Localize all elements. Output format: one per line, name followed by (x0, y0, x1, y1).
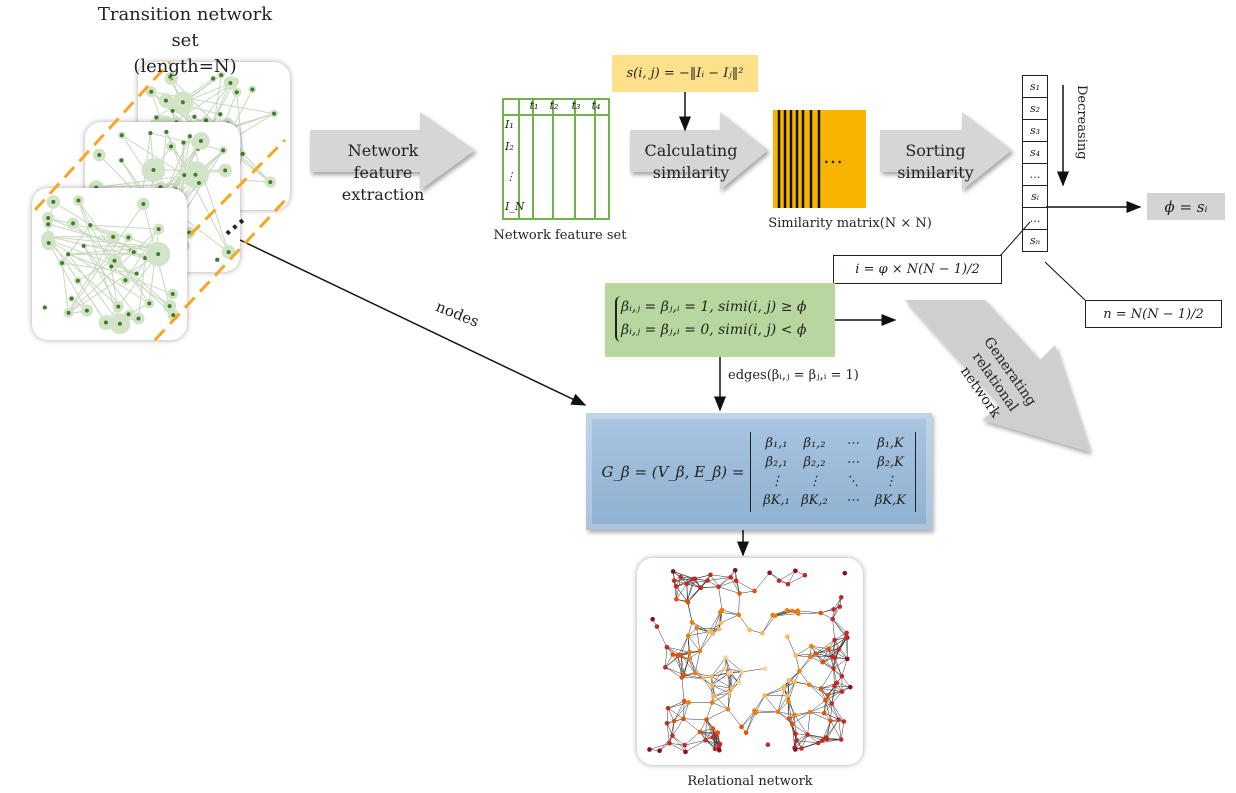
subtitle: (length=N) (133, 56, 237, 77)
step-calc-similarity: Calculating similarity (644, 141, 738, 182)
i-formula-box: i = φ × N(N − 1)/2 (833, 255, 1002, 284)
beta-rule-2: βᵢ,ⱼ = βⱼ,ᵢ = 0, simi(i, j) < ϕ (621, 322, 807, 338)
matrix-cell: βK,₂ (801, 492, 828, 508)
matrix-cell: ⋯ (845, 435, 859, 451)
sorted-cell: sᵢ (1023, 186, 1047, 208)
decreasing-label: Decreasing (1074, 85, 1089, 160)
row-header: ⋮ (505, 170, 516, 183)
feature-set-label: Network feature set (493, 228, 627, 243)
row-header: I₂ (505, 140, 514, 153)
arrow-sorting (880, 112, 1012, 190)
relational-network-card (637, 558, 863, 765)
phi-box: ϕ = sᵢ (1147, 193, 1225, 220)
arrow-feature-extraction (310, 112, 475, 190)
matrix-cell: β₁,₁ (765, 435, 788, 451)
sorted-cell: s₄ (1023, 142, 1047, 164)
column-header: t₂ (549, 99, 559, 112)
matrix-cell: ⋮ (807, 473, 821, 489)
matrix-cell: ⋮ (883, 473, 897, 489)
matrix-cell: ⋱ (845, 473, 859, 489)
matrix-cell: β₁,₂ (803, 435, 826, 451)
similarity-matrix: … (773, 110, 866, 208)
sorted-cell: s₂ (1023, 98, 1047, 120)
arrow-calc-similarity (630, 112, 768, 190)
title: Transition network set (length=N) (85, 2, 285, 80)
arrow-generating (905, 300, 1090, 452)
sorted-cell: s₁ (1023, 76, 1047, 98)
sorted-cell: s₃ (1023, 120, 1047, 142)
matrix-cell: ⋯ (845, 492, 859, 508)
row-header: I₁ (505, 118, 514, 131)
graph-definition-box: G_β = (V_β, E_β) = β₁,₁ β₁,₂ ⋯ β₁,K β₂,₁ β₂,₂… (586, 413, 932, 530)
sorted-cell: … (1023, 208, 1047, 230)
beta-rule-1: βᵢ,ⱼ = βⱼ,ᵢ = 1, simi(i, j) ≥ ϕ (621, 299, 807, 315)
n-formula-box: n = N(N − 1)/2 (1085, 300, 1222, 328)
step-feature-extraction: Network feature extraction (341, 141, 425, 204)
sorted-cell: … (1023, 164, 1047, 186)
graph-lhs: G_β = (V_β, E_β) = (601, 462, 745, 481)
column-header: t₁ (529, 99, 539, 112)
beta-rules-box: βᵢ,ⱼ = βⱼ,ᵢ = 1, simi(i, j) ≥ ϕ βᵢ,ⱼ = β… (605, 283, 835, 357)
matrix-cell: βK,K (874, 492, 907, 508)
matrix-cell: ⋯ (845, 454, 859, 470)
sorted-cell: sₙ (1023, 230, 1047, 252)
network-graph (40, 195, 180, 335)
step-sorting: Sorting similarity (897, 141, 974, 182)
column-header: t₃ (571, 99, 581, 112)
column-header: t₄ (591, 99, 601, 112)
matrix-cell: β₁,K (877, 435, 904, 451)
matrix-cell: βK,₁ (763, 492, 790, 508)
beta-matrix: β₁,₁ β₁,₂ ⋯ β₁,K β₂,₁ β₂,₂ ⋯ β₂,K ⋮ ⋮ ⋱ ⋮ βK,₁ βK,₂ ⋯ β… (750, 431, 917, 512)
title-text: Transition network set (97, 4, 273, 51)
row-header: I_N (505, 200, 525, 213)
matrix-cell: β₂,₂ (803, 454, 826, 470)
relational-network-graph (647, 567, 853, 755)
matrix-cell: β₂,K (877, 454, 904, 470)
matrix-cell: β₂,₁ (765, 454, 788, 470)
matrix-ellipsis: … (823, 144, 843, 168)
edges-label: edges(βᵢ,ⱼ = βⱼ,ᵢ = 1) (728, 368, 859, 383)
network-card-front (32, 188, 187, 340)
similarity-formula: s(i, j) = −‖Iᵢ − Iⱼ‖² (612, 55, 758, 92)
relational-network-label: Relational network (687, 774, 813, 789)
similarity-matrix-label: Similarity matrix(N × N) (768, 216, 932, 231)
feature-table: t₁ t₂ t₃ t₄ I₁ I₂ ⋮ I_N (502, 98, 610, 220)
matrix-cell: ⋮ (769, 473, 783, 489)
